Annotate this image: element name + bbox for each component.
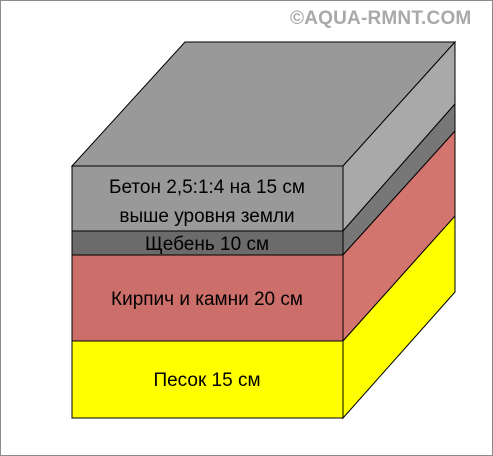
- concrete-front-face: [71, 165, 344, 232]
- concrete-label-line2: выше уровня земли: [119, 206, 294, 227]
- sand-label: Песок 15 см: [153, 370, 260, 391]
- concrete-label-line1: Бетон 2,5:1:4 на 15 см: [109, 177, 305, 198]
- brick-front-face: [71, 254, 344, 342]
- gravel-label: Щебень 10 см: [145, 234, 269, 255]
- watermark: ©AQUA-RMNT.COM: [290, 8, 472, 29]
- brick-label: Кирпич и камни 20 см: [111, 289, 303, 310]
- gravel-front-face: [71, 230, 344, 256]
- sand-front-face: [71, 340, 344, 419]
